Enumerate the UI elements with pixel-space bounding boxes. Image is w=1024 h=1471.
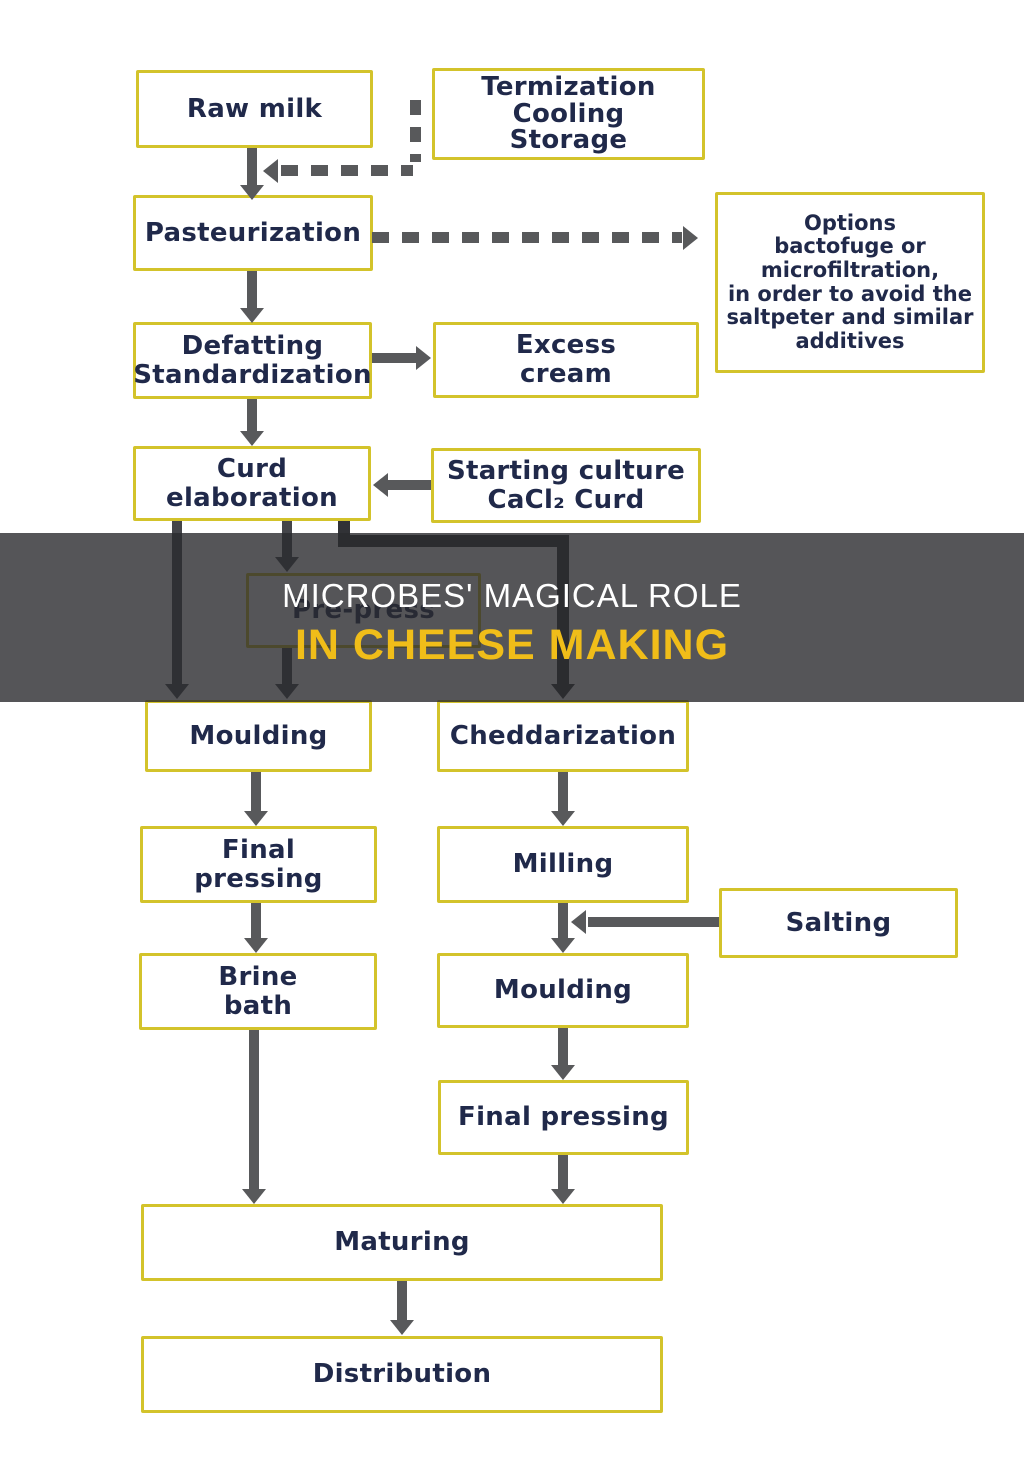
- arrow-brine-bath-to-maturing-head: [242, 1189, 266, 1204]
- node-distribution: Distribution: [141, 1336, 663, 1413]
- arrow-cheddarization-to-milling-head: [551, 811, 575, 826]
- arrow-cheddarization-to-milling: [558, 772, 568, 812]
- arrow-moulding-to-final-pressing-left-head: [244, 811, 268, 826]
- node-curd-elaboration: Curd elaboration: [133, 446, 371, 521]
- node-pasteurization: Pasteurization: [133, 195, 373, 271]
- arrow-salting-to-moulding-head: [571, 910, 586, 934]
- arrow-defatting-to-excess-cream-head: [416, 346, 431, 370]
- arrow-milling-to-moulding-right: [558, 903, 568, 939]
- arrow-defatting-to-excess-cream: [372, 353, 416, 363]
- node-options-bactofuge: Options bactofuge or microfiltration, in…: [715, 192, 985, 373]
- node-moulding-left: Moulding: [145, 700, 372, 772]
- node-defatting-standardization: Defatting Standardization: [133, 322, 372, 399]
- node-maturing: Maturing: [141, 1204, 663, 1281]
- arrow-final-pressing-to-brine-bath: [251, 903, 261, 939]
- node-termization-cooling-storage: Termization Cooling Storage: [432, 68, 705, 160]
- dashed-arrow-termization-seg1: [410, 100, 421, 162]
- node-salting: Salting: [719, 888, 958, 958]
- arrow-milling-to-moulding-right-head: [551, 938, 575, 953]
- node-cheddarization: Cheddarization: [437, 700, 689, 772]
- arrow-starting-culture-to-curd-head: [373, 473, 388, 497]
- node-final-pressing-right: Final pressing: [438, 1080, 689, 1155]
- arrow-moulding-to-final-pressing-right-head: [551, 1065, 575, 1080]
- arrow-pasteurization-to-defatting: [247, 271, 257, 309]
- arrow-salting-to-moulding: [588, 917, 719, 927]
- dashed-arrow-pasteurization-to-options: [372, 232, 682, 243]
- node-raw-milk: Raw milk: [136, 70, 373, 148]
- node-milling: Milling: [437, 826, 689, 903]
- arrow-pasteurization-to-defatting-head: [240, 308, 264, 323]
- dashed-arrow-pasteurization-to-options-head: [683, 226, 698, 250]
- arrow-brine-bath-to-maturing: [249, 1030, 259, 1190]
- arrow-raw-milk-to-pasteurization: [247, 148, 257, 186]
- node-moulding-right: Moulding: [437, 953, 689, 1028]
- arrow-final-pressing-right-to-maturing: [558, 1155, 568, 1190]
- title-banner-overlay: MICROBES' MAGICAL ROLE IN CHEESE MAKING: [0, 533, 1024, 702]
- node-final-pressing-left: Final pressing: [140, 826, 377, 903]
- arrow-defatting-to-curd-head: [240, 431, 264, 446]
- banner-title-line1: MICROBES' MAGICAL ROLE: [282, 577, 742, 614]
- arrow-starting-culture-to-curd: [388, 480, 431, 490]
- arrow-final-pressing-right-to-maturing-head: [551, 1189, 575, 1204]
- arrow-moulding-to-final-pressing-right: [558, 1028, 568, 1066]
- dashed-arrow-termization-head: [263, 159, 278, 183]
- node-starting-culture: Starting culture CaCl₂ Curd: [431, 448, 701, 523]
- dashed-arrow-termization-seg2: [281, 165, 413, 176]
- arrow-moulding-to-final-pressing-left: [251, 772, 261, 812]
- arrow-maturing-to-distribution-head: [390, 1320, 414, 1335]
- arrow-raw-milk-to-pasteurization-head: [240, 185, 264, 200]
- arrow-final-pressing-to-brine-bath-head: [244, 938, 268, 953]
- node-brine-bath: Brine bath: [139, 953, 377, 1030]
- banner-title-line2: IN CHEESE MAKING: [294, 621, 730, 669]
- arrow-defatting-to-curd: [247, 399, 257, 433]
- node-excess-cream: Excess cream: [433, 322, 699, 398]
- arrow-maturing-to-distribution: [397, 1281, 407, 1322]
